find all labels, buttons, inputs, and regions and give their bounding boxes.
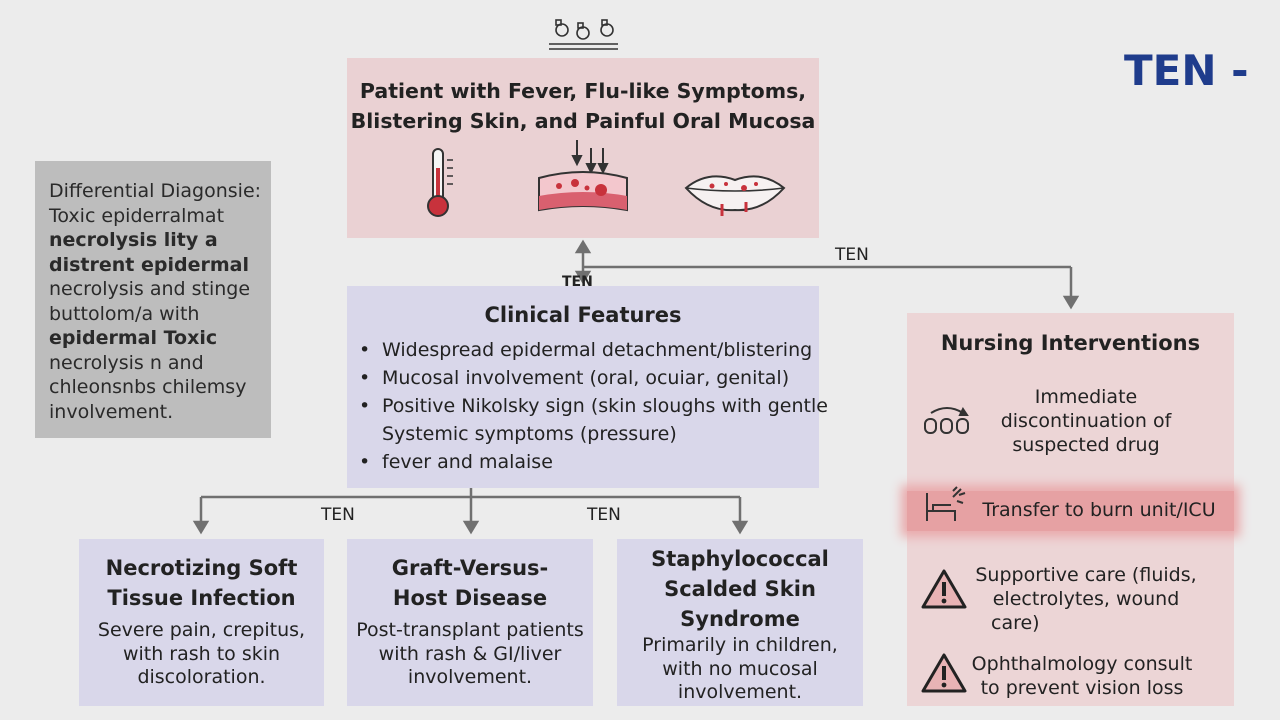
diff-line: Toxic epiderralmat — [49, 204, 225, 227]
list-item: •Mucosal involvement (oral, ocuiar, geni… — [359, 367, 790, 389]
clinical-features-box: Clinical Features •Widespread epidermal … — [347, 286, 828, 488]
warning-icon — [921, 653, 967, 693]
diff-line: necrolysis lity a — [49, 229, 218, 251]
card-title: Staphylococcal Scalded Skin Syndrome — [651, 547, 829, 631]
diff-line: necrolysis and stinge — [49, 278, 251, 300]
nursing-item-2: Transfer to burn unit/ICU — [982, 499, 1216, 521]
group-icon — [549, 19, 618, 50]
list-item: Systemic symptoms (pressure) — [382, 423, 677, 445]
nursing-item-1: Immediate discontinuation of suspected d… — [1000, 386, 1172, 456]
diff-line: epidermal Toxic — [49, 327, 218, 349]
lips-icon — [684, 175, 786, 216]
presentation-title: Patient with Fever, Flu-like Symptoms, B… — [347, 76, 819, 136]
header-label: TEN - — [1124, 46, 1249, 95]
nursing-interventions-box: Nursing Interventions Immediate disconti… — [907, 313, 1234, 706]
card-title: Necrotizing Soft Tissue Infection — [105, 556, 298, 610]
diff-line: distrent epidermal — [49, 253, 249, 276]
differential-diagnosis-box: Differential Diagonsie: Toxic epiderralm… — [35, 161, 271, 438]
card-title: Graft-Versus- Host Disease — [391, 556, 549, 610]
list-item: •Widespread epidermal detachment/blister… — [359, 339, 813, 361]
pills-icon — [924, 407, 969, 434]
presentation-title-line2: Blistering Skin, and Painful Oral Mucosa — [350, 109, 816, 133]
presentation-box: Patient with Fever, Flu-like Symptoms, B… — [347, 58, 819, 290]
diff-line: Differential Diagonsie: — [49, 180, 262, 202]
list-item: •Positive Nikolsky sign (skin sloughs wi… — [359, 395, 828, 417]
diff-line: chleonsnbs chilemsy — [49, 376, 247, 398]
diff-line: buttolom/a with — [49, 302, 200, 325]
card-text: Severe pain, crepitus, with rash to skin… — [97, 619, 306, 688]
differential-card-ssss: Staphylococcal Scalded Skin Syndrome Pri… — [617, 539, 863, 706]
connector-top-clinical — [574, 239, 592, 285]
nursing-item-2-highlight — [907, 491, 1234, 531]
differential-card-gvhd: Graft-Versus- Host Disease Post-transpla… — [347, 539, 593, 706]
hospital-bed-icon — [926, 486, 966, 521]
nursing-interventions-title: Nursing Interventions — [940, 331, 1201, 355]
diff-line: necrolysis n and — [49, 351, 204, 374]
thermometer-icon — [427, 148, 453, 217]
differential-card-nsti: Necrotizing Soft Tissue Infection Severe… — [79, 539, 324, 706]
card-text: Primarily in children, with no mucosal i… — [642, 634, 838, 703]
skin-blister-icon — [538, 140, 628, 212]
presentation-title-line1: Patient with Fever, Flu-like Symptoms, — [359, 79, 807, 103]
differential-diagnosis-text: Differential Diagonsie: Toxic epiderralm… — [49, 179, 263, 424]
list-item: •fever and malaise — [359, 451, 553, 473]
diff-line: involvement. — [49, 400, 174, 423]
card-text: Post-transplant patients with rash & GI/… — [356, 619, 584, 688]
edge-label-left-branch: TEN — [321, 505, 355, 525]
nursing-item-4: Ophthalmology consult to prevent vision … — [971, 653, 1193, 699]
warning-icon — [921, 569, 967, 609]
edge-label-right-branch: TEN — [587, 505, 621, 525]
clinical-features-title: Clinical Features — [484, 303, 682, 327]
clinical-features-list: •Widespread epidermal detachment/blister… — [359, 336, 828, 476]
connector-branches — [192, 488, 749, 535]
connector-to-nursing — [583, 265, 1080, 310]
nursing-item-3: Supportive care (fluids, electrolytes, w… — [975, 564, 1197, 634]
edge-label-to-nursing: TEN — [835, 245, 869, 265]
